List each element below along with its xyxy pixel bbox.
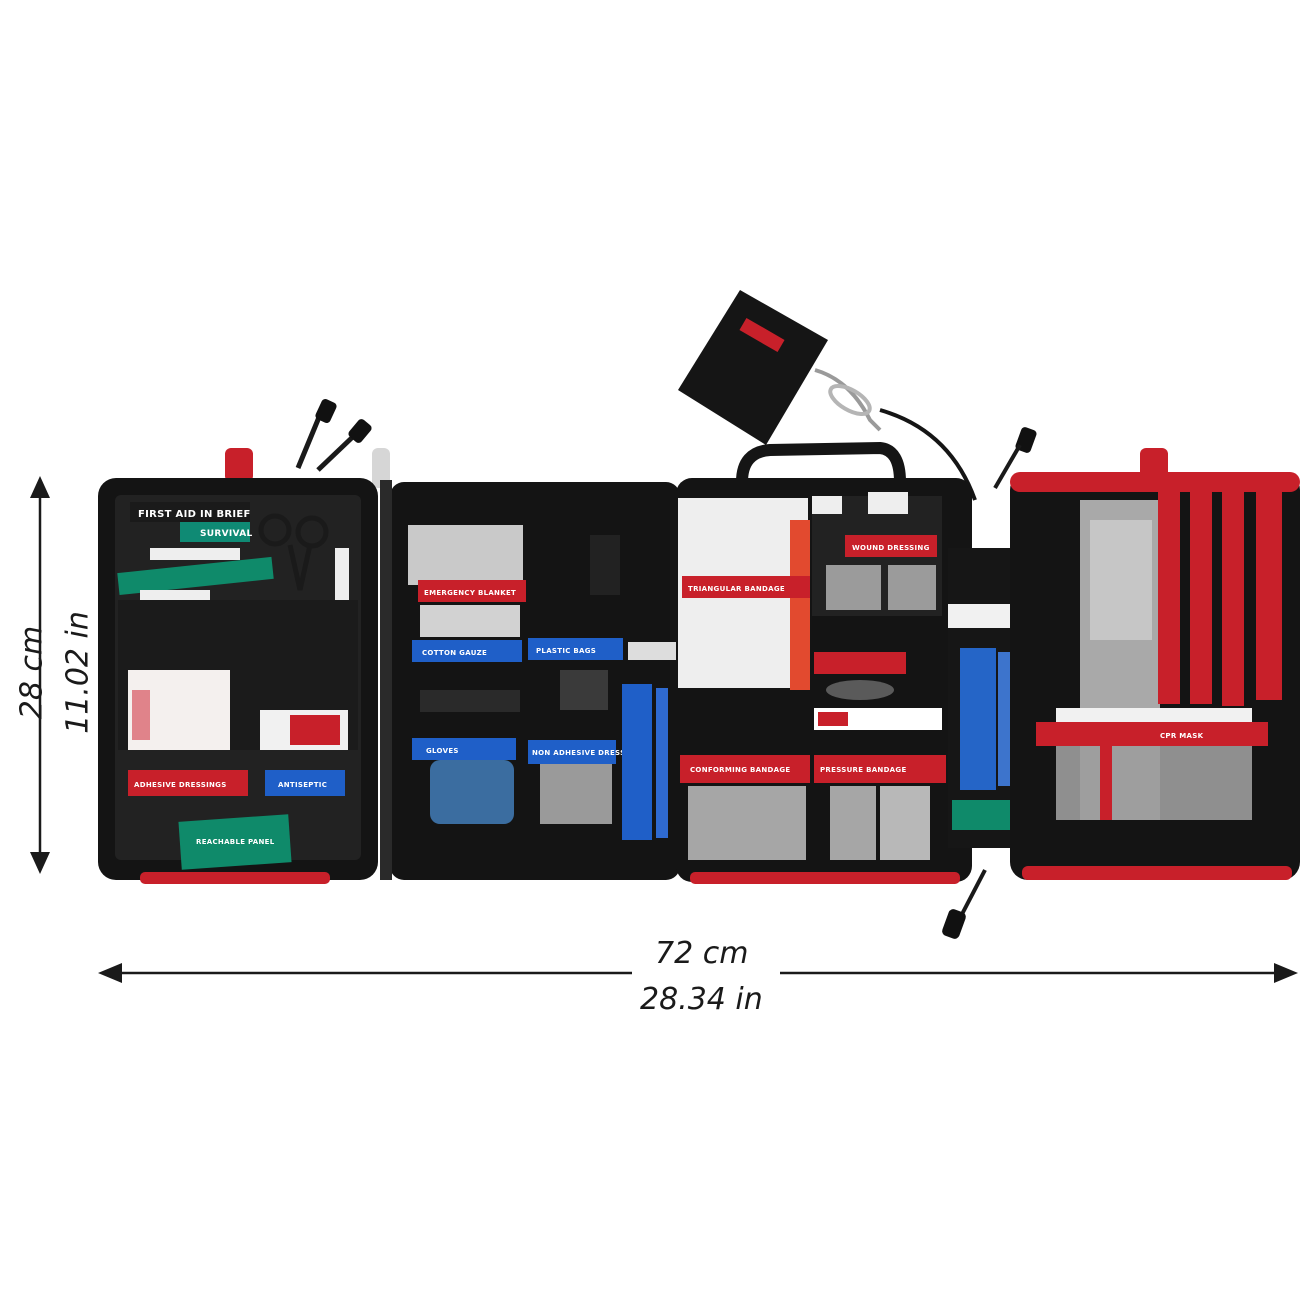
panel2-blue-strip-3: GLOVES xyxy=(426,747,459,755)
panel1-green-strip: REACHABLE PANEL xyxy=(196,838,275,846)
panel1-brand: SURVIVAL xyxy=(200,529,253,539)
panel4-label: CPR MASK xyxy=(1160,732,1204,740)
cpr-pouch xyxy=(678,290,977,501)
panel2-blue-strip-4: NON ADHESIVE DRESSINGS xyxy=(532,749,646,757)
width-label-in: 28.34 in xyxy=(640,982,763,1017)
panel-1: FIRST AID IN BRIEF SURVIVAL ADHESIVE DRE… xyxy=(98,478,378,884)
width-label-cm: 72 cm xyxy=(655,936,749,971)
panel1-blue-strip: ANTISEPTIC xyxy=(278,781,327,789)
panel3-red-strip-2: WOUND DRESSING xyxy=(852,544,930,552)
panel3-red-strip-3: CONFORMING BANDAGE xyxy=(690,766,790,774)
bag-handle xyxy=(736,441,906,483)
panel3-red-strip-1: TRIANGULAR BANDAGE xyxy=(688,585,785,593)
panel2-red-strip: EMERGENCY BLANKET xyxy=(424,589,516,597)
panel-3: TRIANGULAR BANDAGE WOUND DRESSING CONFOR… xyxy=(676,478,972,884)
panel-2: EMERGENCY BLANKET COTTON GAUZE PLASTIC B… xyxy=(380,480,680,880)
width-arrow xyxy=(98,963,1298,983)
zipper-pulls xyxy=(295,398,1037,939)
panel2-blue-strip-2: PLASTIC BAGS xyxy=(536,647,596,655)
panel2-blue-strip-1: COTTON GAUZE xyxy=(422,649,487,657)
panel1-red-strip: ADHESIVE DRESSINGS xyxy=(134,781,227,789)
panel3-red-strip-4: PRESSURE BANDAGE xyxy=(820,766,907,774)
panel1-header: FIRST AID IN BRIEF xyxy=(138,509,251,520)
panel-4: CPR MASK xyxy=(1010,472,1300,880)
hang-tab-left xyxy=(225,448,253,482)
height-arrow xyxy=(30,476,50,874)
